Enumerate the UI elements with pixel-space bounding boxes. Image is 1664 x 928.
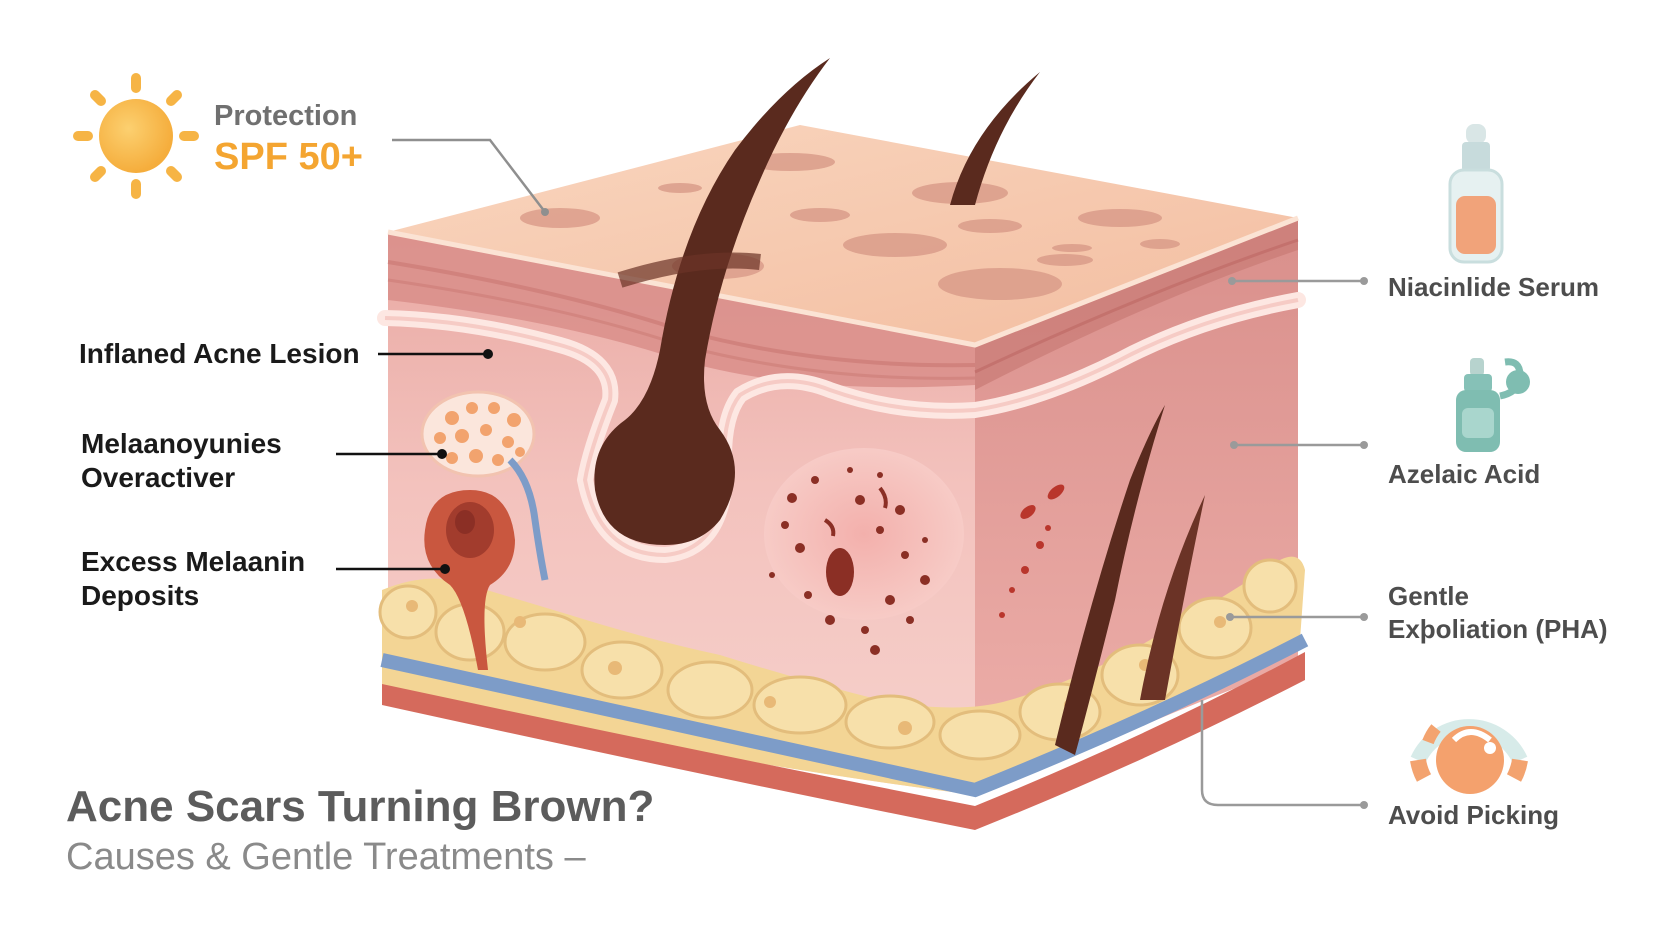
hair-shaft-top [950, 72, 1040, 205]
hair-follicle [594, 58, 830, 545]
label-melanocytes-line2: Overactiver [81, 462, 236, 493]
label-excess-melanin: Excess Melaanin Deposits [81, 545, 305, 613]
inflamed-lesion [424, 490, 515, 670]
melanin-granules [769, 467, 930, 655]
no-picking-icon [1410, 719, 1528, 794]
sun-protection-title: Protection [214, 100, 358, 132]
label-niacinamide-serum: Niacinlide Serum [1388, 271, 1599, 304]
label-avoid-picking-text: Avoid Picking [1388, 800, 1559, 830]
label-niacinamide-serum-text: Niacinlide Serum [1388, 272, 1599, 302]
spray-bottle-icon [1456, 358, 1530, 452]
label-melanocytes-overactive: Melaanoyunies Overactiver [81, 427, 282, 495]
dropper-bottle-icon [1448, 124, 1504, 264]
artery-band [382, 652, 1305, 830]
label-gentle-exfoliation-line2: Exþoliation (PHA) [1388, 614, 1608, 644]
label-melanocytes-line1: Melaanoyunies [81, 428, 282, 459]
hair-shaft-side-1 [1055, 405, 1165, 755]
label-gentle-exfoliation: Gentle Exþoliation (PHA) [1388, 580, 1608, 646]
label-azelaic-acid-text: Azelaic Acid [1388, 459, 1541, 489]
page-subtitle: Causes & Gentle Treatments – [66, 836, 586, 878]
melanocyte-cluster [420, 390, 549, 581]
page-title: Acne Scars Turning Brown? [66, 782, 655, 831]
sun-icon [73, 73, 199, 199]
sun-protection-spf: SPF 50+ [214, 136, 363, 178]
side-wall-pigment [999, 484, 1065, 618]
hyperpigmentation-spot [764, 448, 964, 620]
label-avoid-picking: Avoid Picking [1388, 799, 1559, 832]
label-azelaic-acid: Azelaic Acid [1388, 458, 1540, 491]
label-inflamed-acne-lesion-text: Inflaned Acne Lesion [79, 338, 360, 369]
skin-top-surface [388, 125, 1298, 345]
leader-lines [336, 138, 1368, 809]
hair-shaft-side-2 [1140, 495, 1205, 700]
label-excess-melanin-line1: Excess Melaanin [81, 546, 306, 577]
label-gentle-exfoliation-line1: Gentle [1388, 581, 1469, 611]
vein-band [380, 633, 1309, 798]
label-inflamed-acne-lesion: Inflaned Acne Lesion [79, 337, 360, 371]
label-excess-melanin-line2: Deposits [81, 580, 200, 611]
